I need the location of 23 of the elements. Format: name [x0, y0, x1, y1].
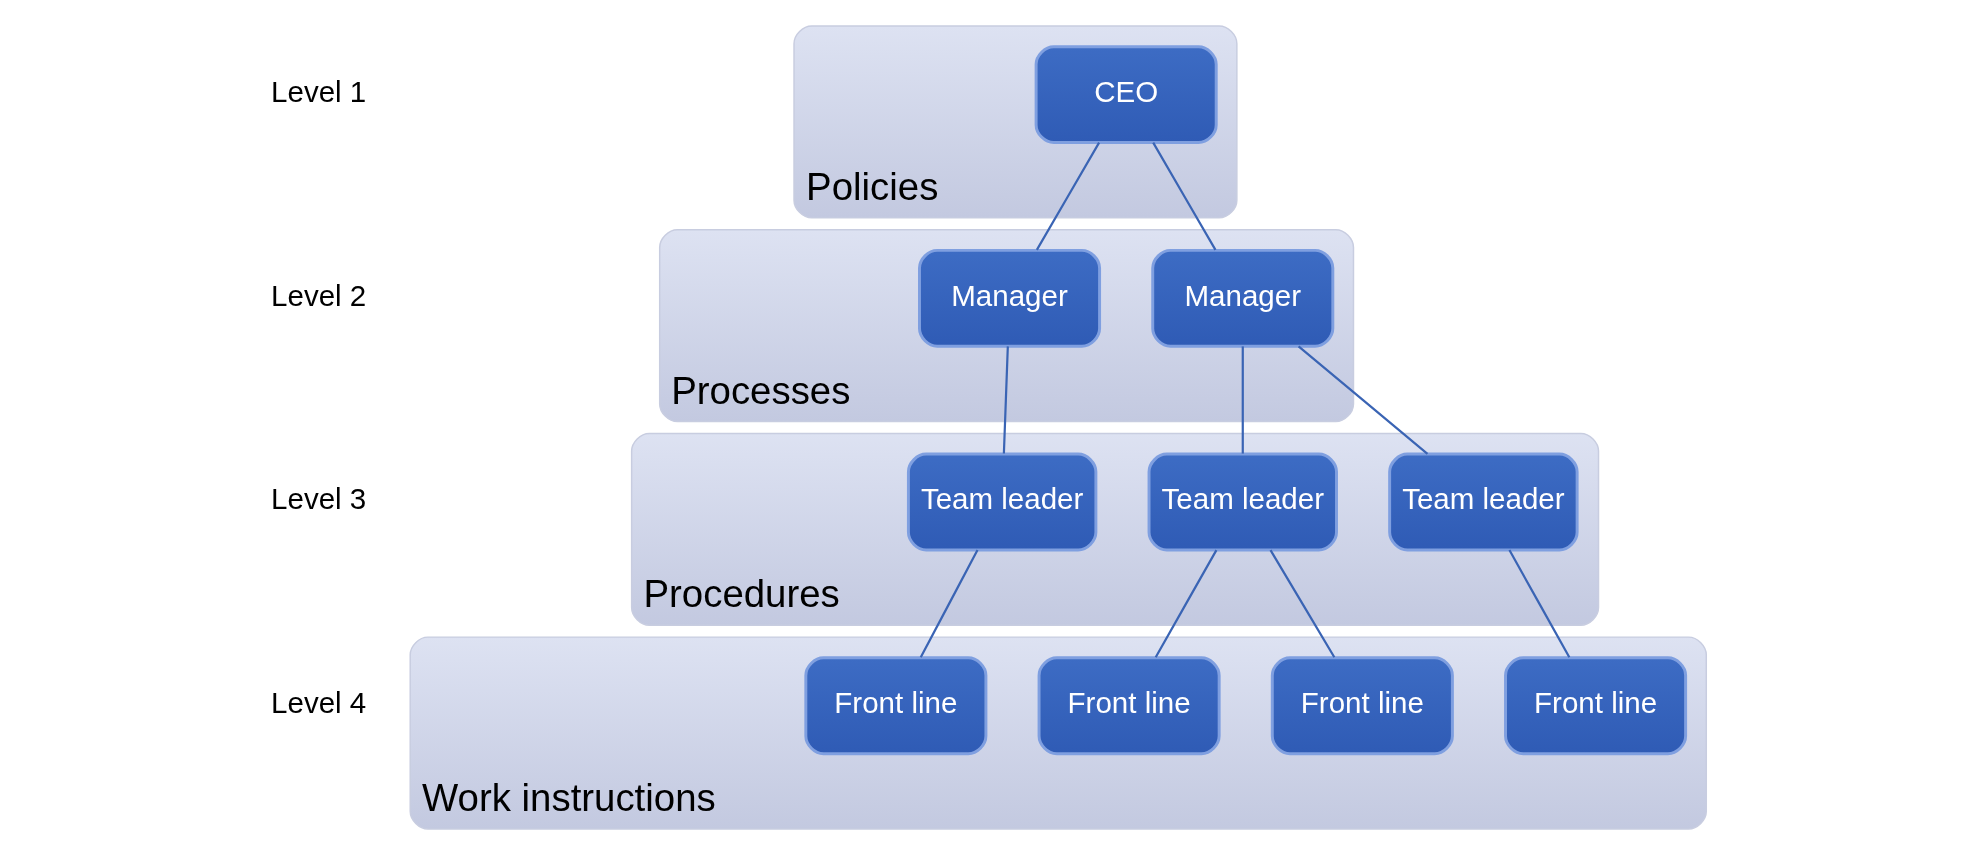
connector [1269, 549, 1336, 658]
node-box: Manager [918, 248, 1102, 348]
connector [1002, 346, 1009, 454]
label: Level 3 [271, 482, 367, 516]
node-box: Manager [1151, 248, 1335, 348]
connector [1241, 346, 1244, 454]
node-box: CEO [1034, 45, 1218, 145]
label: Level 1 [271, 75, 367, 109]
node-box: Team leader [906, 452, 1098, 552]
node-box: Front line [1037, 656, 1221, 756]
node-box: Team leader [1388, 452, 1579, 552]
connector [1154, 549, 1218, 658]
connector [1035, 142, 1101, 251]
connector [919, 549, 979, 658]
label: Level 4 [271, 686, 367, 720]
label: Level 2 [271, 278, 367, 312]
connector [1152, 142, 1217, 251]
connector [1297, 345, 1429, 455]
node-box: Front line [1270, 656, 1454, 756]
node-box: Team leader [1147, 452, 1338, 552]
node-box: Front line [804, 656, 988, 756]
node-box: Front line [1504, 656, 1688, 756]
connector [1508, 549, 1571, 658]
